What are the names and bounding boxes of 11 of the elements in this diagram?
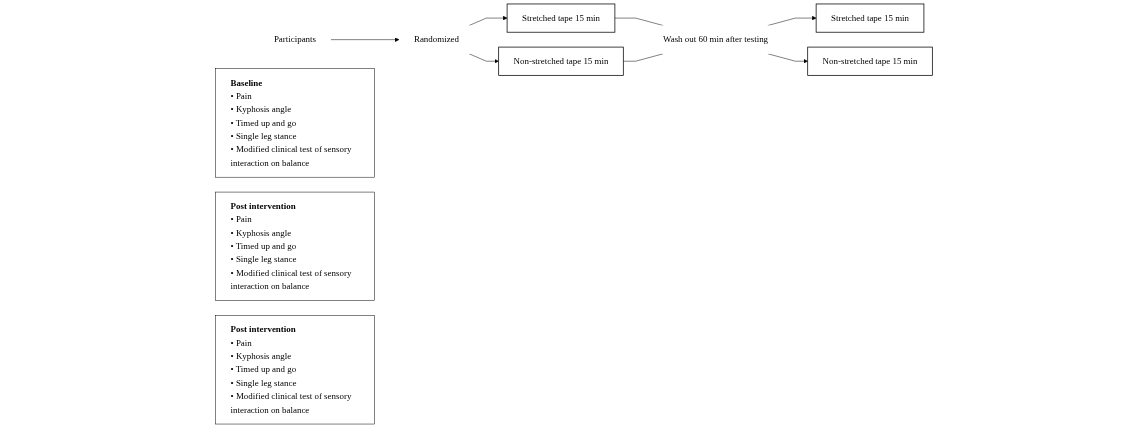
node-text: Wash out 60 min after testing [662, 34, 769, 45]
node-box: Non-stretched tape 15 min [498, 46, 624, 76]
node-text: Participants [273, 34, 317, 45]
node-box: Baseline • Pain • Kyphosis angle • Timed up and go • Single leg stance • Modified clinical test of sensory interaction on balance [215, 68, 375, 178]
node-box: Non-stretched tape 15 min [807, 46, 933, 76]
node-box: Stretched tape 15 min [506, 3, 616, 33]
node-box: Post intervention • Pain • Kyphosis angle • Timed up and go • Single leg stance • Modified clinical test of sensory interaction on balance [215, 315, 375, 425]
node-box: Post intervention • Pain • Kyphosis angle • Timed up and go • Single leg stance • Modified clinical test of sensory interaction on balance [215, 191, 375, 301]
connector [623, 53, 664, 62]
node-text: Randomized [413, 34, 460, 45]
node-box: Stretched tape 15 min [815, 3, 925, 33]
